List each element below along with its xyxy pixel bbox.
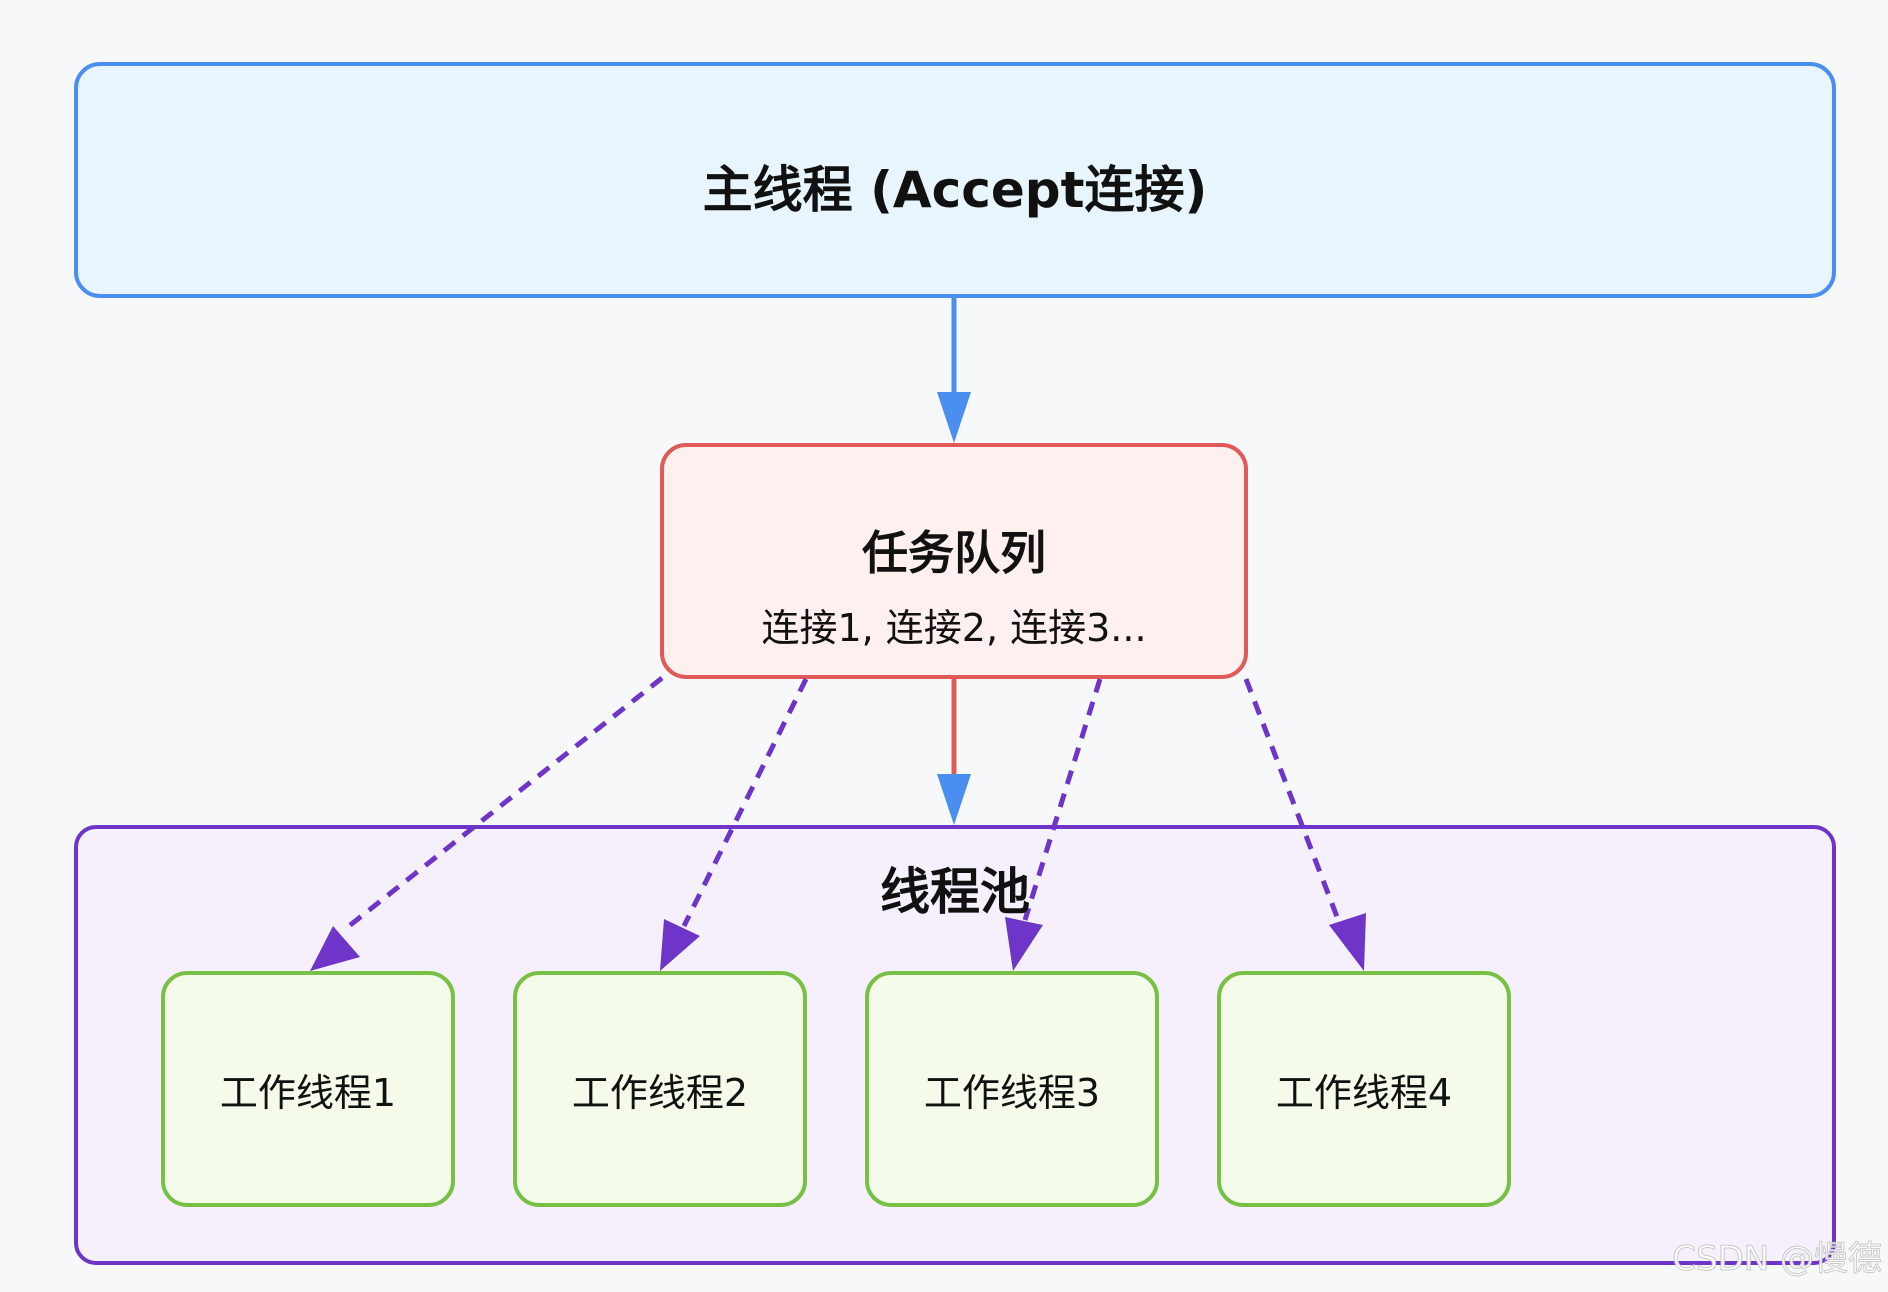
worker-thread-4-label: 工作线程4 (1275, 1070, 1453, 1115)
worker-thread-1-box: 工作线程1 (161, 971, 455, 1207)
arrow-queue-to-pool-head (937, 774, 971, 825)
main-thread-label: 主线程 (Accept连接) (702, 161, 1208, 219)
thread-pool-title: 线程池 (880, 863, 1030, 921)
worker-thread-2-box: 工作线程2 (513, 971, 807, 1207)
worker-thread-2-label: 工作线程2 (571, 1070, 749, 1115)
task-queue-subtitle: 连接1, 连接2, 连接3... (761, 606, 1147, 650)
arrow-main-to-queue-head (937, 392, 971, 443)
worker-thread-4-box: 工作线程4 (1217, 971, 1511, 1207)
watermark: CSDN @慢德 (1672, 1239, 1883, 1280)
worker-thread-3-box: 工作线程3 (865, 971, 1159, 1207)
worker-thread-3-label: 工作线程3 (923, 1070, 1101, 1115)
main-thread-box (74, 62, 1836, 298)
worker-thread-1-label: 工作线程1 (219, 1070, 397, 1115)
task-queue-title: 任务队列 (862, 526, 1046, 580)
task-queue-box (660, 443, 1248, 679)
